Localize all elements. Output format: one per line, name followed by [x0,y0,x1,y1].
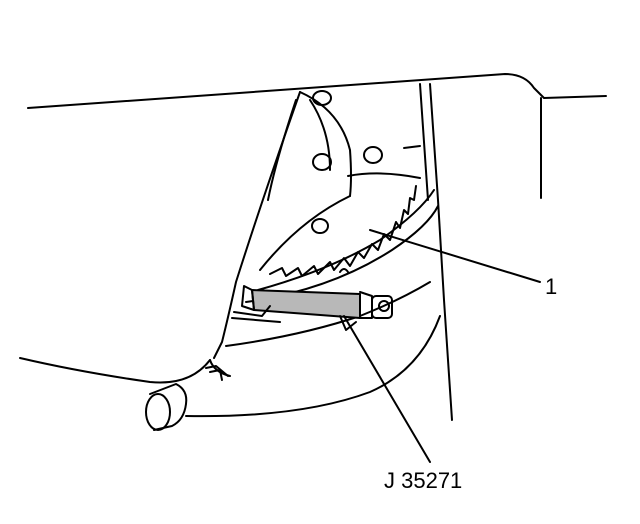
dowel-pin [145,383,188,431]
ring-gear [245,185,439,303]
lower-bracket [205,365,229,381]
leader-line-1 [369,229,541,283]
engine-block [27,73,607,421]
flywheel-holding-tool [231,285,393,331]
flywheel [259,90,421,271]
callout-label-tool: J 35271 [384,468,463,493]
leader-line-tool [343,315,431,463]
callout-label-1: 1 [545,274,558,299]
bell-housing [19,91,441,418]
